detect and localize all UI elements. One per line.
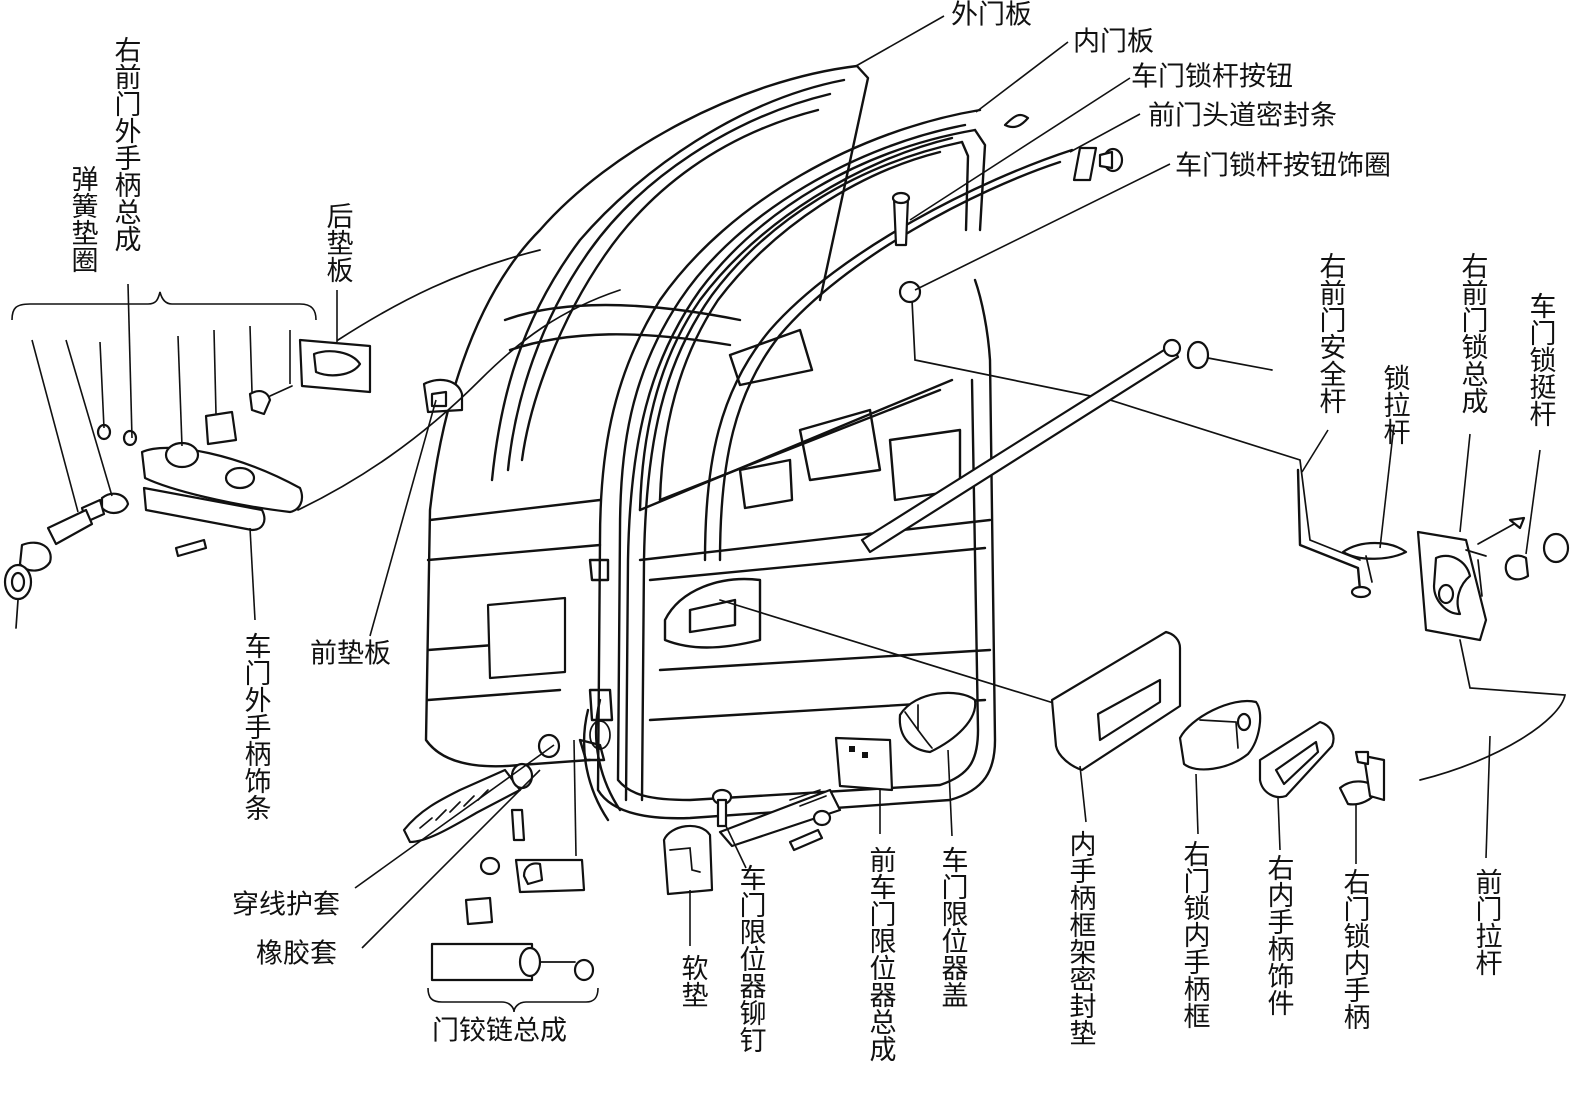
- rear-pad: [298, 338, 372, 394]
- label-inner-handle: 右门锁内手柄: [1339, 868, 1371, 1030]
- door-check-cover: [898, 691, 977, 754]
- door-glass-run-seal: [624, 128, 987, 802]
- label-lock-tappet: 车门锁挺杆: [1525, 292, 1557, 427]
- label-handle-trim: 车门外手柄饰条: [240, 632, 272, 821]
- label-button-bezel: 车门锁杆按钮饰圈: [1175, 151, 1391, 182]
- inner-handle-frame-seal: [1050, 630, 1182, 772]
- lock-button-rod: [891, 191, 1361, 561]
- front-pad: [422, 378, 464, 414]
- front-roof-seal: [703, 146, 1098, 562]
- label-check-rivet: 车门限位器铆钉: [735, 864, 767, 1053]
- label-safety-rod: 右前门安全杆: [1315, 252, 1347, 414]
- label-hinge-assy: 门铰链总成: [432, 1016, 567, 1047]
- label-check-assy: 前车门限位器总成: [865, 846, 897, 1062]
- safety-rod: [1296, 468, 1372, 599]
- inner-door-handle: [1338, 750, 1386, 806]
- front-door-rod: [719, 338, 1567, 781]
- label-roof-seal: 前门头道密封条: [1148, 101, 1337, 132]
- label-front-pad: 前垫板: [310, 639, 391, 670]
- label-check-cover: 车门限位器盖: [937, 846, 969, 1008]
- label-inner-handle-frame: 右门锁内手柄框: [1179, 840, 1211, 1029]
- label-frame-seal: 内手柄框架密封垫: [1065, 830, 1097, 1046]
- label-rear-pad: 后垫板: [322, 202, 354, 283]
- label-soft-pad: 软垫: [677, 954, 708, 1008]
- leader-lines: [31, 15, 1541, 949]
- lock-tappet: [1477, 516, 1570, 581]
- inner-door-panel: [578, 108, 997, 822]
- outer-handle-assembly: [3, 385, 304, 629]
- door-hinge-assembly: [430, 808, 595, 982]
- inner-handle-trim: [1258, 720, 1335, 799]
- wire-boot: [402, 733, 561, 844]
- label-rubber-sleeve: 橡胶套: [256, 939, 337, 970]
- label-front-rod: 前门拉杆: [1471, 868, 1503, 976]
- left-bracket: [11, 291, 317, 321]
- label-wire-boot: 穿线护套: [232, 890, 340, 921]
- outer-door-panel: [424, 64, 870, 768]
- label-spring-washer: 弹簧垫圈: [67, 165, 98, 273]
- labels: 外门板 内门板 车门锁杆按钮 前门头道密封条 车门锁杆按钮饰圈 右前门外手柄总成…: [67, 0, 1557, 1062]
- label-lock-assy: 右前门锁总成: [1457, 252, 1489, 414]
- label-inner-handle-trim: 右内手柄饰件: [1263, 854, 1295, 1016]
- handle-rod-line: [297, 249, 621, 511]
- label-lock-button: 车门锁杆按钮: [1131, 62, 1293, 93]
- inner-handle-frame: [1178, 699, 1262, 771]
- label-inner-panel: 内门板: [1073, 27, 1154, 58]
- front-door-lock-assembly: [1416, 530, 1488, 642]
- door-check-assembly: [718, 736, 894, 852]
- label-outer-panel: 外门板: [951, 0, 1032, 31]
- hinge-bracket: [427, 987, 599, 1013]
- soft-pad: [662, 824, 714, 896]
- button-bezel: [898, 113, 1124, 304]
- lock-rod: [1341, 542, 1408, 583]
- label-outer-handle-assy: 右前门外手柄总成: [110, 36, 142, 252]
- door-check-rivet: [711, 788, 733, 828]
- label-lock-rod: 锁拉杆: [1379, 364, 1411, 445]
